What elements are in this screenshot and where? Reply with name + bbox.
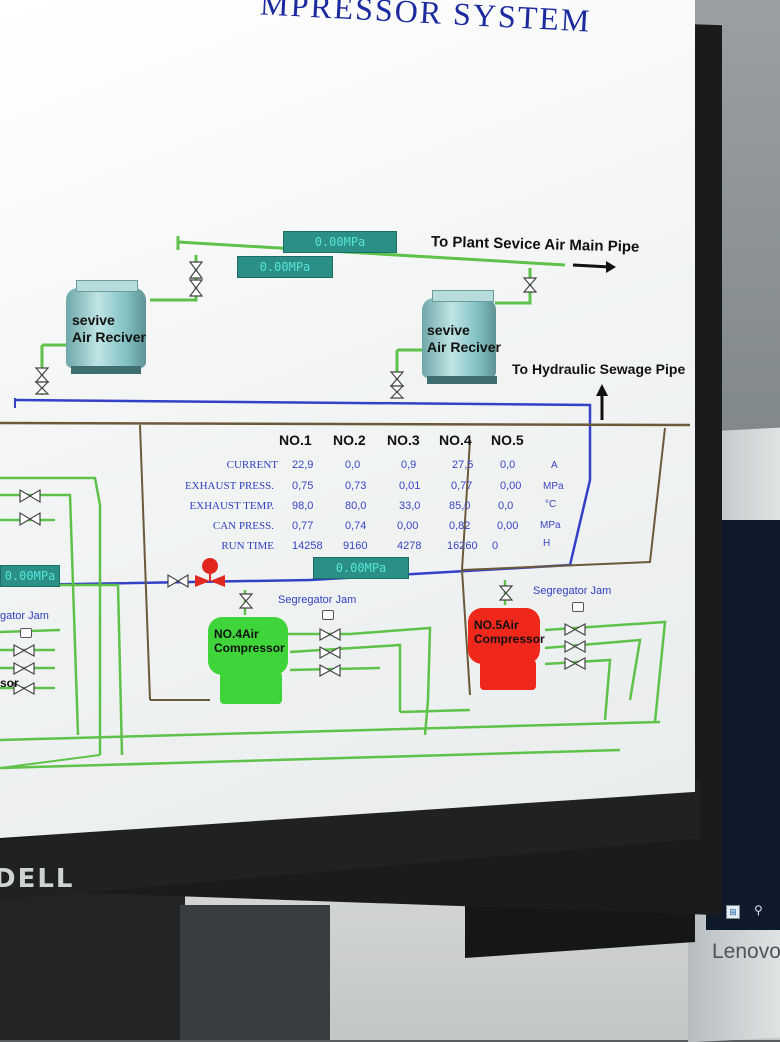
- monitor-stand-base: [180, 905, 330, 1040]
- cell-run-time-no5: 0: [492, 540, 499, 552]
- windows-start-icon[interactable]: ⊞: [726, 905, 740, 919]
- cell-exhaust-temp-no1: 98,0: [292, 500, 314, 512]
- compressor-no4-label: NO.4Air Compressor: [214, 627, 285, 655]
- cell-exhaust-press-no5: 0,00: [500, 480, 522, 492]
- cell-current-no1: 22,9: [292, 459, 314, 471]
- receiver-label-line: Air Reciver: [72, 329, 146, 345]
- compressor-label-line: NO.5Air: [474, 618, 519, 632]
- monitor-stand: [0, 890, 185, 1040]
- compressor-label-line: Compressor: [474, 632, 545, 646]
- cell-exhaust-temp-no2: 80,0: [345, 500, 367, 512]
- table-header-no4: NO.4: [439, 432, 472, 448]
- readout-center-pressure: 0.00MPa: [313, 557, 409, 579]
- receiver-left-label: sevive Air Reciver: [72, 312, 146, 346]
- cell-can-press-no5: 0,00: [497, 520, 519, 532]
- tank-cap: [432, 290, 494, 302]
- compressor-no5-base: [480, 660, 536, 690]
- hmi-screen: MPRESSOR SYSTEM: [0, 0, 695, 838]
- unit-exhaust-temp: °C: [545, 499, 557, 510]
- cell-run-time-no2: 9160: [343, 540, 368, 552]
- readout-value: 0.00MPa: [259, 260, 311, 274]
- cell-exhaust-temp-no3: 33,0: [399, 500, 421, 512]
- readout-secondary-pressure: 0.00MPa: [237, 256, 333, 278]
- valve-icon: [13, 261, 586, 696]
- compressor-no5[interactable]: NO.5Air Compressor: [468, 608, 545, 664]
- receiver-label-line: Air Reciver: [427, 339, 501, 355]
- unit-run-time: H: [543, 538, 551, 549]
- unit-can-press: MPa: [540, 520, 561, 531]
- row-label-exhaust-temp: EXHAUST TEMP.: [189, 500, 274, 512]
- tank-base: [427, 376, 497, 384]
- cell-run-time-no3: 4278: [397, 540, 422, 552]
- air-receiver-left[interactable]: [66, 280, 146, 374]
- tank-base: [71, 366, 141, 374]
- segregator-left-indicator[interactable]: [20, 628, 32, 638]
- compressor-label-line: Compressor: [214, 641, 285, 655]
- receiver-right-label: sevive Air Reciver: [427, 322, 501, 356]
- table-header-no5: NO.5: [491, 432, 524, 448]
- table-header-no2: NO.2: [333, 432, 366, 448]
- cell-current-no4: 27,5: [452, 459, 474, 471]
- cell-exhaust-press-no2: 0,73: [345, 480, 367, 492]
- cell-can-press-no3: 0,00: [397, 520, 419, 532]
- air-receiver-right[interactable]: [422, 290, 497, 384]
- cell-run-time-no4: 16260: [447, 540, 478, 552]
- row-label-exhaust-press: EXHAUST PRESS.: [184, 480, 274, 492]
- readout-value: 0.00MPa: [4, 569, 56, 583]
- readout-value: 0.00MPa: [314, 235, 366, 249]
- cell-exhaust-temp-no4: 85,0: [449, 500, 471, 512]
- row-label-run-time: RUN TIME: [221, 540, 274, 552]
- table-header-no3: NO.3: [387, 432, 420, 448]
- readout-main-pressure: 0.00MPa: [283, 231, 397, 253]
- segregator-center-indicator[interactable]: [322, 610, 334, 620]
- motor-valve-icon: [195, 558, 225, 587]
- valve-layer: [13, 261, 586, 696]
- sewage-pipe-label: To Hydraulic Sewage Pipe: [512, 361, 686, 377]
- cell-can-press-no4: 0,82: [449, 520, 471, 532]
- segregator-left-label: gator Jam: [0, 610, 49, 622]
- cell-exhaust-press-no3: 0,01: [399, 480, 421, 492]
- segregator-center-label: Segregator Jam: [278, 594, 357, 606]
- compressor-no4-base: [220, 672, 282, 704]
- tank-cap: [76, 280, 138, 292]
- segregator-right-indicator[interactable]: [572, 602, 584, 612]
- readout-value: 0.00MPa: [335, 561, 387, 575]
- cell-exhaust-press-no1: 0,75: [292, 480, 314, 492]
- search-icon[interactable]: ⚲: [754, 903, 763, 917]
- laptop-brand: Lenovo: [712, 940, 780, 963]
- table-header-no1: NO.1: [279, 432, 312, 448]
- cell-exhaust-press-no4: 0,77: [451, 480, 473, 492]
- cell-run-time-no1: 14258: [292, 540, 323, 552]
- row-label-current: CURRENT: [226, 459, 278, 471]
- unit-exhaust-press: MPa: [543, 481, 564, 492]
- unit-current: A: [551, 460, 558, 471]
- cell-current-no2: 0,0: [345, 459, 361, 471]
- cell-current-no5: 0,0: [500, 459, 516, 471]
- row-label-can-press: CAN PRESS.: [212, 520, 274, 532]
- cell-exhaust-temp-no5: 0,0: [498, 500, 514, 512]
- cell-current-no3: 0,9: [401, 459, 417, 471]
- cell-can-press-no2: 0,74: [345, 520, 367, 532]
- left-compressor-partial-label: sor: [0, 676, 19, 690]
- compressor-no4[interactable]: NO.4Air Compressor: [208, 617, 288, 675]
- compressor-no5-label: NO.5Air Compressor: [474, 618, 545, 646]
- receiver-label-line: sevive: [72, 312, 115, 328]
- segregator-right-label: Segregator Jam: [533, 585, 612, 597]
- cell-can-press-no1: 0,77: [292, 520, 314, 532]
- receiver-label-line: sevive: [427, 322, 470, 338]
- monitor-brand: DELL: [0, 864, 75, 894]
- readout-left-pressure: 0.00MPa: [0, 565, 60, 587]
- compressor-label-line: NO.4Air: [214, 627, 259, 641]
